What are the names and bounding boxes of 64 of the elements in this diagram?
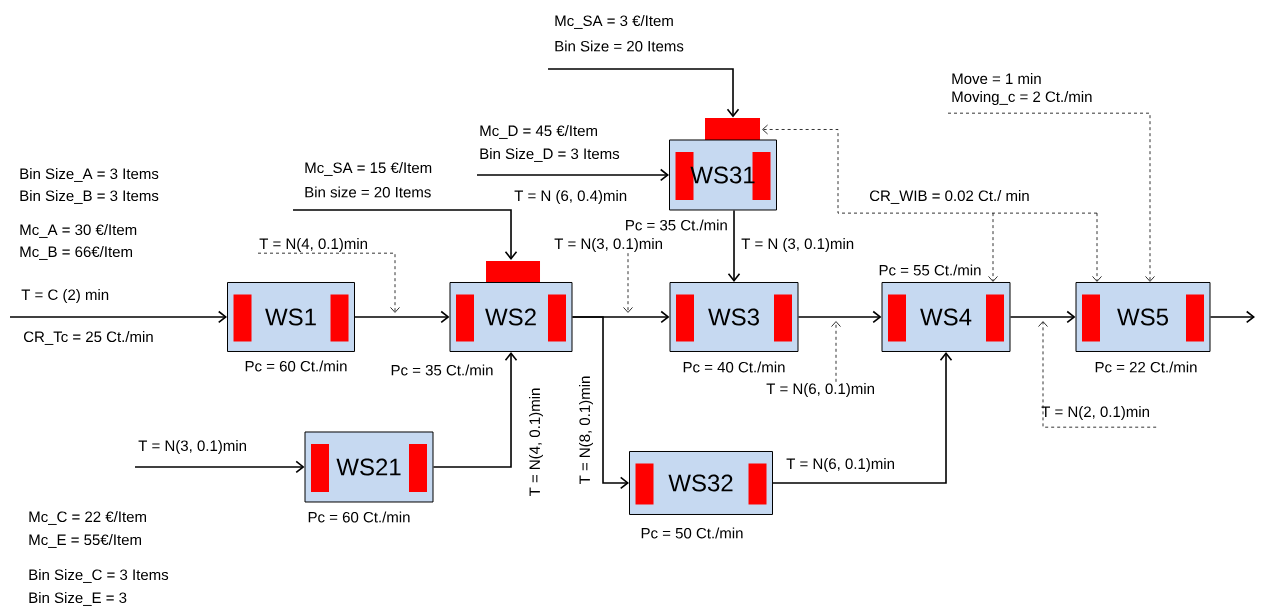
- parameter-text: Bin Size_B = 3 Items: [20, 190, 159, 204]
- dashed-arrow: [1092, 212, 1102, 282]
- edge-label: T = N(3, 0.1)min: [138, 440, 246, 454]
- arrow: [772, 352, 953, 484]
- arrow: [547, 68, 740, 118]
- dashed-arrow: [831, 321, 841, 383]
- parameter-text: Bin Size_E = 3: [29, 592, 127, 606]
- annotation-text: T = N(6, 0.1)min: [766, 383, 874, 397]
- edge-label: T = N (6, 0.4)min: [514, 190, 627, 204]
- arrow: [727, 209, 741, 282]
- parameter-text: Bin Size = 20 Items: [555, 40, 684, 52]
- annotation-text: T = N(3, 0.1)min: [554, 238, 662, 252]
- capacity-label: Pc = 60 Ct./min: [245, 360, 347, 372]
- parameter-text: Mc_SA = 15 €/Item: [305, 162, 432, 176]
- annotation-text: T = N(4, 0.1)min: [259, 238, 367, 252]
- capacity-label: Pc = 22 Ct./min: [1095, 361, 1197, 373]
- parameter-text: Mc_D = 45 €/Item: [480, 125, 597, 139]
- parameter-text: Mc_C = 22 €/Item: [29, 511, 146, 525]
- edge-label: T = N(6, 0.1)min: [786, 458, 894, 472]
- parameter-text: Bin Size_C = 3 Items: [29, 569, 169, 583]
- arrow: [292, 209, 518, 260]
- edge-label: T = N(4, 0.1)min: [529, 388, 543, 497]
- capacity-label: Pc = 50 Ct./min: [641, 527, 743, 539]
- parameter-text: CR_Tc = 25 Ct./min: [24, 331, 153, 345]
- parameter-text: Bin Size_A = 3 Items: [20, 168, 159, 182]
- annotation-text: Move = 1 min Moving_c = 2 Ct./min: [952, 73, 1092, 105]
- capacity-label: Pc = 35 Ct./min: [391, 364, 493, 376]
- parameter-text: Mc_B = 66€/Item: [20, 246, 132, 260]
- annotation-text: CR_WIB = 0.02 Ct./ min: [870, 190, 1029, 204]
- parameter-text: Mc_A = 30 €/Item: [20, 224, 137, 238]
- parameter-text: Bin size = 20 Items: [305, 186, 431, 198]
- dashed-arrow: [947, 112, 1155, 282]
- capacity-label: Pc = 60 Ct./min: [308, 511, 410, 523]
- edge-label: T = N (3, 0.1)min: [741, 238, 854, 252]
- capacity-label: Pc = 55 Ct./min: [879, 264, 981, 276]
- edge-label: T = N(8, 0.1)min: [579, 376, 593, 485]
- arrow: [354, 310, 450, 324]
- dashed-arrow: [988, 212, 998, 282]
- workstation-box: WS21: [304, 431, 434, 503]
- annotation-text: T = N(2, 0.1)min: [1041, 406, 1149, 420]
- workstation-box: WS1: [227, 282, 355, 352]
- workstation-box: WS2: [449, 261, 573, 352]
- arrow: [432, 352, 518, 468]
- dashed-arrow: [257, 252, 400, 313]
- parameter-text: Mc_E = 55€/Item: [29, 534, 141, 548]
- dashed-arrow: [623, 252, 633, 313]
- arrow: [9, 310, 227, 324]
- workstation-box: WS5: [1075, 282, 1211, 352]
- dashed-arrow: [762, 124, 1098, 214]
- arrow: [797, 310, 882, 324]
- arrow: [134, 460, 305, 474]
- capacity-label: Pc = 40 Ct./min: [683, 361, 785, 373]
- workstation-box: WS3: [669, 282, 799, 352]
- capacity-label: Pc = 35 Ct./min: [626, 219, 727, 231]
- arrow: [1009, 310, 1076, 324]
- arrow: [476, 168, 669, 182]
- arrow: [1209, 310, 1255, 324]
- parameter-text: Bin Size_D = 3 Items: [480, 148, 620, 162]
- dashed-arrow: [1038, 321, 1157, 428]
- edge-label: T = C (2) min: [21, 289, 109, 303]
- workstation-box: WS4: [881, 282, 1011, 352]
- workstation-box: WS32: [629, 451, 773, 515]
- parameter-text: Mc_SA = 3 €/Item: [555, 15, 673, 29]
- arrow: [571, 316, 629, 490]
